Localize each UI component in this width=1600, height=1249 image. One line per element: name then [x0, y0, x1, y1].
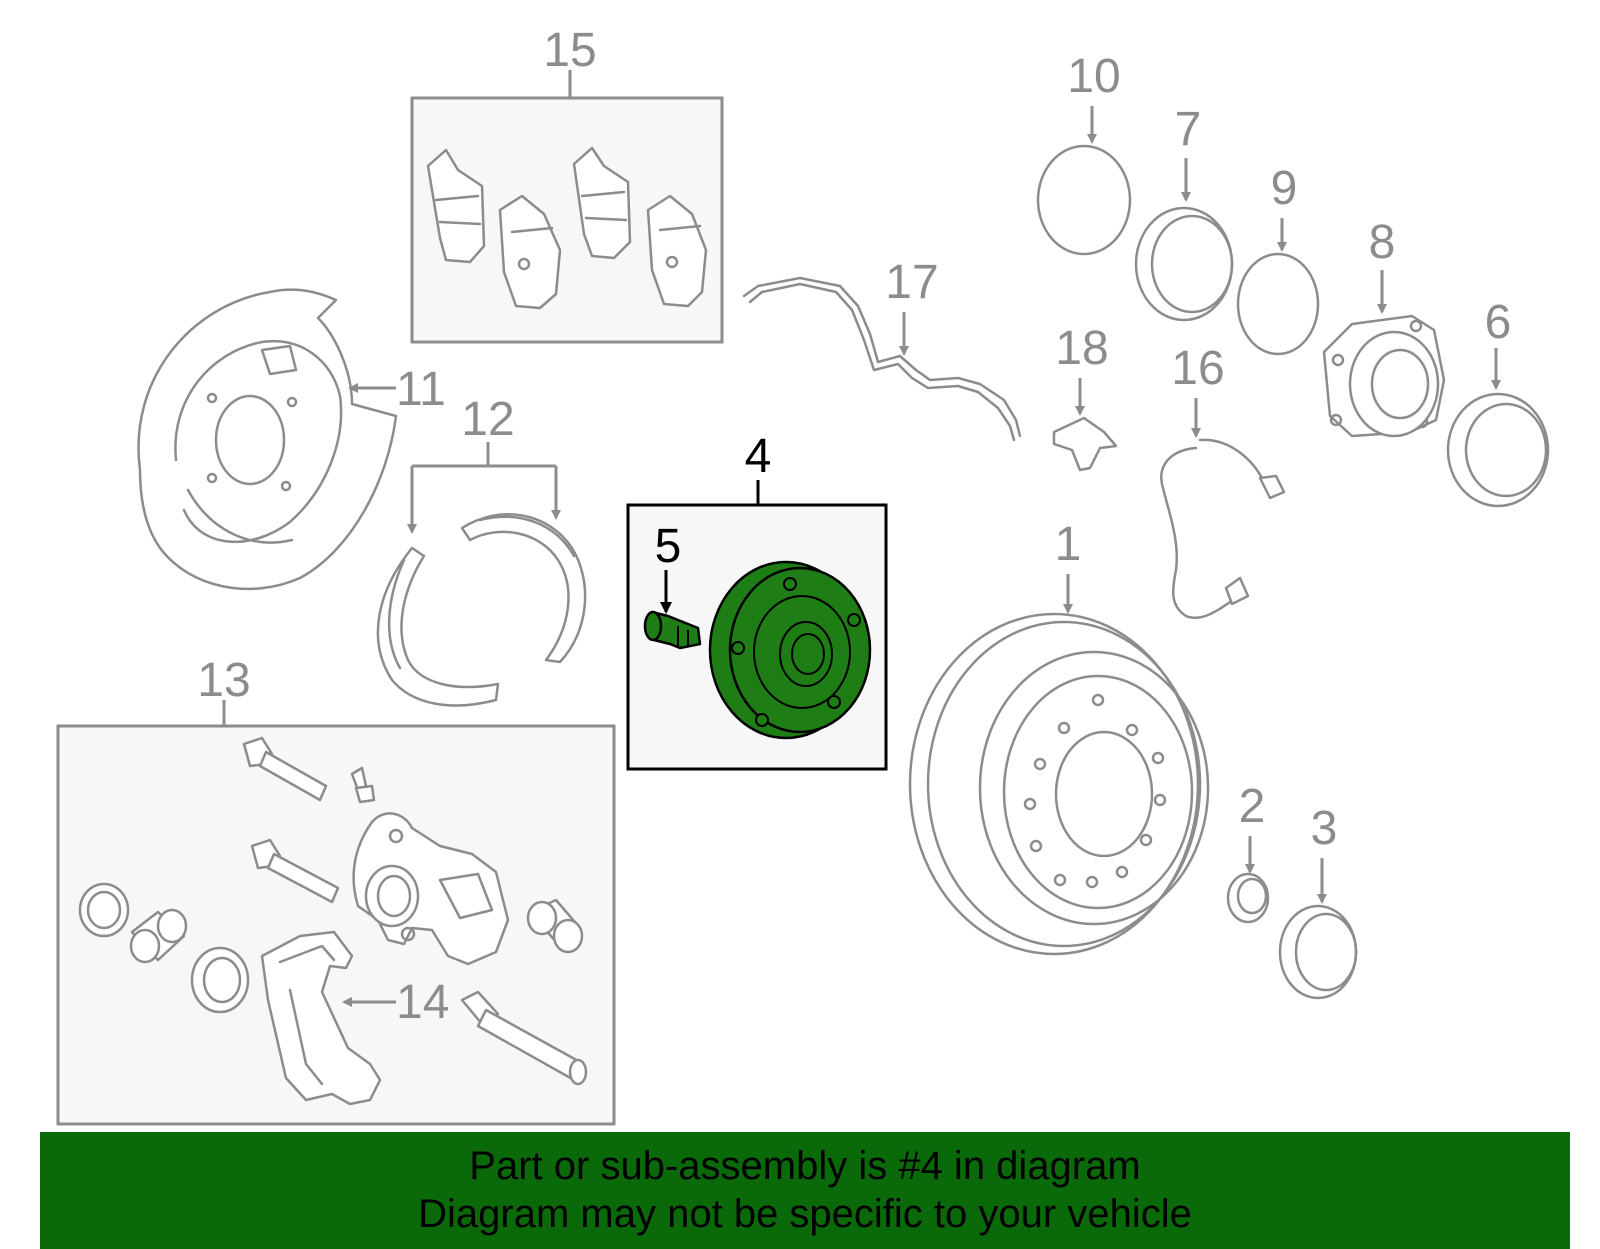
- callout-12: 12: [461, 393, 514, 446]
- caliper-body: [352, 812, 510, 966]
- banner-line-1: Part or sub-assembly is #4 in diagram: [469, 1144, 1141, 1188]
- pin-boot-right: [526, 898, 584, 954]
- wheel-bearing-8[interactable]: 8: [1322, 216, 1446, 438]
- callout-7: 7: [1175, 103, 1202, 156]
- brake-shoe-right: [460, 513, 587, 664]
- bleeder-screw: [350, 766, 376, 804]
- axle-hub-assembly-group[interactable]: 4 5: [626, 430, 888, 771]
- guide-pin-middle: [250, 838, 340, 904]
- o-ring-10[interactable]: 10: [1036, 50, 1132, 256]
- callout-11: 11: [396, 363, 446, 416]
- hub-bolt-5: [643, 610, 702, 650]
- callout-17: 17: [885, 256, 938, 309]
- callout-18: 18: [1055, 322, 1108, 375]
- callout-16: 16: [1171, 342, 1224, 395]
- callout-15: 15: [543, 24, 596, 77]
- parking-brake-shoe-set[interactable]: 12: [376, 393, 587, 707]
- wheel-speed-sensor[interactable]: 16: [1160, 342, 1286, 619]
- oil-seal-7[interactable]: 7: [1134, 103, 1234, 322]
- banner-line-2: Diagram may not be specific to your vehi…: [418, 1192, 1192, 1236]
- brake-pad-2: [498, 194, 562, 310]
- brake-pad-4: [646, 194, 708, 308]
- snap-ring-9[interactable]: 9: [1236, 162, 1320, 356]
- callout-8: 8: [1369, 216, 1396, 269]
- brake-pad-1: [426, 148, 486, 264]
- callout-14: 14: [396, 976, 449, 1029]
- callout-13: 13: [197, 654, 250, 707]
- callout-3: 3: [1311, 802, 1338, 855]
- lock-nut-2[interactable]: 2: [1226, 780, 1270, 924]
- abs-sensor-wire[interactable]: 17: [742, 256, 1022, 442]
- brake-pad-kit-group[interactable]: 15: [410, 24, 724, 344]
- callout-5: 5: [655, 520, 682, 573]
- caliper-piston: [129, 908, 188, 964]
- caliper-assembly-group[interactable]: 13: [56, 654, 616, 1126]
- piston-boot: [78, 882, 130, 938]
- sensor-bracket[interactable]: 18: [1052, 322, 1118, 472]
- guide-pin-lower: [460, 990, 588, 1086]
- oil-seal-6[interactable]: 6: [1446, 296, 1550, 508]
- hub-cap-3[interactable]: 3: [1278, 802, 1358, 1000]
- caliper-bracket[interactable]: 14: [260, 930, 449, 1106]
- backing-plate[interactable]: 11: [137, 288, 446, 591]
- callout-4: 4: [745, 430, 772, 483]
- piston-seal: [190, 946, 250, 1014]
- guide-pin-upper: [242, 736, 328, 802]
- brake-shoe-left: [376, 546, 500, 707]
- brake-rotor[interactable]: 1: [908, 518, 1210, 956]
- callout-10: 10: [1067, 50, 1120, 103]
- callout-2: 2: [1239, 780, 1266, 833]
- callout-6: 6: [1485, 296, 1512, 349]
- axle-hub: [708, 560, 872, 740]
- brake-pad-3: [572, 146, 632, 260]
- info-banner: Part or sub-assembly is #4 in diagram Di…: [40, 1132, 1570, 1249]
- callout-1: 1: [1055, 518, 1082, 571]
- callout-9: 9: [1271, 162, 1298, 215]
